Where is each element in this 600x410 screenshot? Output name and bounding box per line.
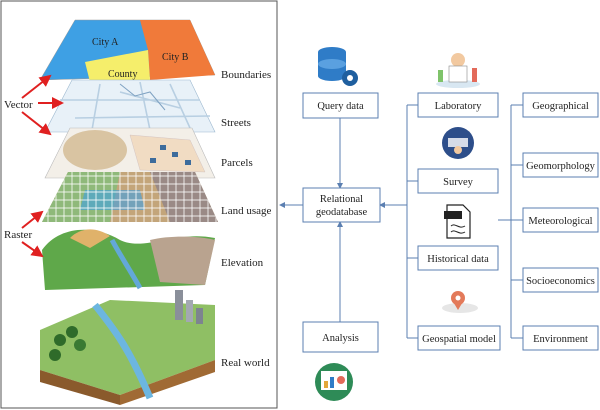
source-historical-data-box: Historical data bbox=[417, 245, 499, 271]
land-usage-layer bbox=[42, 172, 218, 222]
gis-layers-panel: City A City B County bbox=[0, 0, 278, 409]
log-document-icon bbox=[444, 204, 471, 239]
vector-arrow-boundaries bbox=[21, 74, 52, 99]
category-environment-label: Environment bbox=[533, 334, 588, 345]
geospatial-map-pin-icon bbox=[442, 291, 478, 313]
layer-label-elevation: Elevation bbox=[221, 257, 264, 269]
category-meteorological-label: Meteorological bbox=[528, 216, 592, 227]
laboratory-scientist-icon bbox=[436, 53, 480, 88]
layer-label-land-usage: Land usage bbox=[221, 205, 272, 217]
real-world-layer bbox=[40, 290, 215, 405]
category-geomorphology-label: Geomorphology bbox=[526, 161, 596, 172]
category-socioeconomics-box: Socioeconomics bbox=[522, 267, 599, 293]
query-data-label: Query data bbox=[317, 101, 364, 112]
layer-label-boundaries: Boundaries bbox=[221, 69, 271, 81]
source-historical-data-label: Historical data bbox=[427, 254, 489, 265]
geodatabase-flow: Query data Relational geodatabase Analys… bbox=[279, 47, 599, 401]
category-geomorphology-box: Geomorphology bbox=[522, 152, 599, 178]
category-geographical-label: Geographical bbox=[532, 101, 589, 112]
county-label: County bbox=[108, 69, 137, 80]
relational-label-line2: geodatabase bbox=[316, 207, 368, 218]
relational-label-line1: Relational bbox=[320, 194, 363, 205]
category-environment-box: Environment bbox=[522, 325, 599, 351]
vector-label: Vector bbox=[4, 99, 33, 111]
source-laboratory-box: Laboratory bbox=[417, 92, 499, 118]
streets-layer bbox=[44, 79, 216, 133]
analysis-dashboard-icon bbox=[315, 363, 353, 401]
category-geographical-box: Geographical bbox=[522, 92, 599, 118]
survey-person-icon bbox=[442, 127, 474, 159]
source-survey-label: Survey bbox=[443, 177, 473, 188]
query-data-box: Query data bbox=[302, 92, 379, 119]
source-laboratory-label: Laboratory bbox=[435, 101, 482, 112]
relational-geodatabase-box: Relational geodatabase bbox=[302, 187, 381, 223]
category-meteorological-box: Meteorological bbox=[522, 207, 599, 233]
analysis-label: Analysis bbox=[322, 333, 359, 344]
raster-arrow-elevation bbox=[21, 241, 44, 258]
city-b-label: City B bbox=[162, 52, 189, 63]
raster-arrow-land-usage bbox=[21, 210, 44, 229]
source-geospatial-model-box: Geospatial model bbox=[417, 325, 501, 351]
category-socioeconomics-label: Socioeconomics bbox=[526, 276, 595, 287]
boundaries-layer: City A City B County bbox=[39, 19, 216, 82]
layer-label-parcels: Parcels bbox=[221, 157, 253, 169]
raster-label: Raster bbox=[4, 229, 32, 241]
analysis-box: Analysis bbox=[302, 321, 379, 353]
layer-label-streets: Streets bbox=[221, 117, 251, 129]
elevation-layer bbox=[42, 229, 215, 290]
layer-label-real-world: Real world bbox=[221, 357, 270, 369]
vector-arrow-parcels bbox=[21, 111, 52, 136]
categories-branches bbox=[498, 104, 523, 339]
sources-branches bbox=[407, 104, 418, 339]
source-survey-box: Survey bbox=[417, 168, 499, 194]
source-geospatial-model-label: Geospatial model bbox=[422, 334, 496, 345]
database-gear-icon bbox=[318, 47, 358, 86]
city-a-label: City A bbox=[92, 37, 119, 48]
parcels-layer bbox=[44, 127, 216, 179]
